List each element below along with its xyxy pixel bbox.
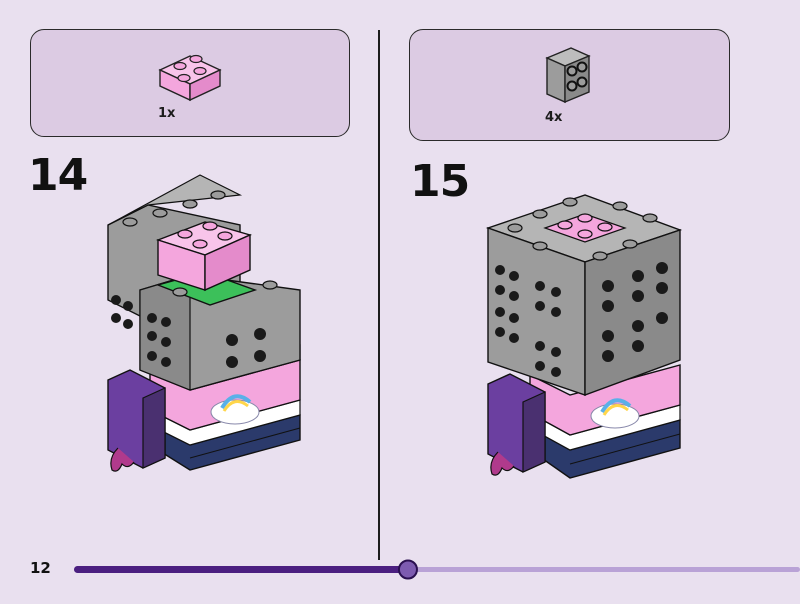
page-number: 12	[30, 559, 51, 577]
progress-fill	[74, 566, 408, 573]
gray-brick-2x2-round-studs-icon	[545, 47, 591, 104]
parts-callout-step-14: 1x	[30, 29, 350, 137]
part-quantity: 1x	[158, 106, 176, 121]
progress-marker	[397, 559, 418, 580]
step-divider	[378, 30, 380, 560]
pink-brick-2x2-icon	[158, 54, 222, 102]
part-quantity: 4x	[545, 110, 563, 125]
parts-callout-step-15: 4x	[409, 29, 730, 141]
step-number-15: 15	[410, 156, 470, 207]
unicorn-print-icon	[210, 394, 260, 425]
unicorn-print-icon	[590, 398, 640, 429]
step-number-14: 14	[28, 150, 88, 201]
